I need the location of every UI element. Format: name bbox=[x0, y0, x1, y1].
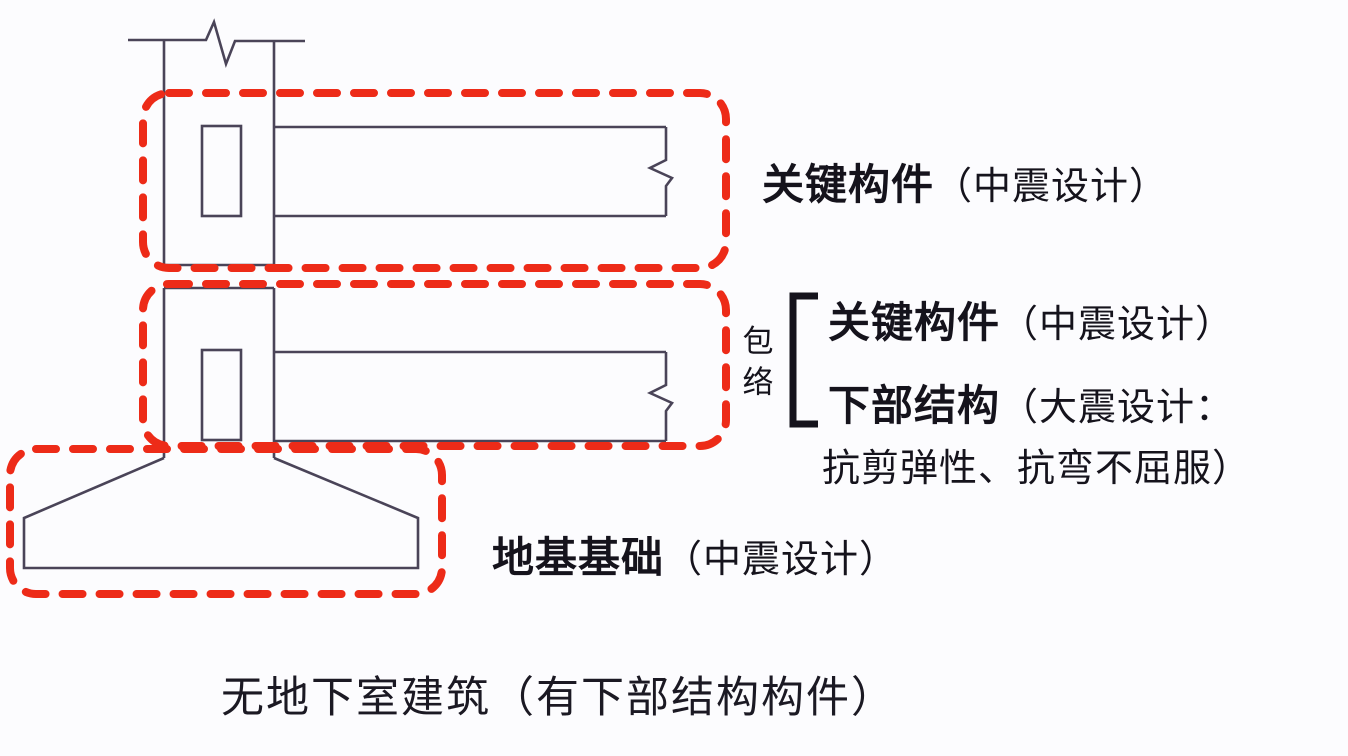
column-upper-outline bbox=[162, 40, 276, 267]
beam-lower-break-edge bbox=[646, 352, 675, 441]
label-foundation: 地基基础（中震设计） bbox=[492, 534, 899, 581]
label-key-member-mid-term: 关键构件 bbox=[828, 299, 1001, 346]
spread-footing-outline bbox=[22, 456, 420, 570]
beam-upper-break-edge bbox=[646, 127, 675, 216]
highlight-box-footing bbox=[6, 445, 446, 598]
label-lower-structure-term: 下部结构 bbox=[828, 382, 1001, 429]
column-lower-inner-rect bbox=[200, 348, 243, 442]
label-foundation-term: 地基基础 bbox=[492, 534, 665, 581]
label-lower-structure: 下部结构（大震设计： bbox=[828, 382, 1235, 429]
label-key-member-mid: 关键构件（中震设计） bbox=[828, 299, 1235, 346]
label-lower-structure-qualifier-line2: 抗剪弹性、抗弯不屈服） bbox=[822, 448, 1252, 490]
highlight-box-lower-column bbox=[139, 280, 730, 450]
highlight-boxes bbox=[6, 89, 730, 598]
label-foundation-qualifier: （中震设计） bbox=[664, 539, 899, 581]
envelope-bracket bbox=[789, 292, 818, 428]
label-key-member-upper: 关键构件（中震设计） bbox=[762, 161, 1169, 208]
column-lower-outline bbox=[162, 288, 276, 458]
label-key-member-mid-qualifier: （中震设计） bbox=[1000, 304, 1235, 346]
figure-caption: 无地下室建筑（有下部结构构件） bbox=[221, 674, 896, 722]
label-lower-structure-qualifier: （大震设计： bbox=[1000, 387, 1235, 429]
slab-line-with-break bbox=[128, 18, 305, 69]
structure-linework bbox=[22, 18, 675, 570]
label-key-member-upper-term: 关键构件 bbox=[762, 161, 935, 208]
column-upper-inner-rect bbox=[200, 124, 243, 218]
highlight-box-upper-column bbox=[139, 89, 730, 272]
label-envelope: 包络 bbox=[742, 324, 774, 400]
label-key-member-upper-qualifier: （中震设计） bbox=[934, 166, 1169, 208]
